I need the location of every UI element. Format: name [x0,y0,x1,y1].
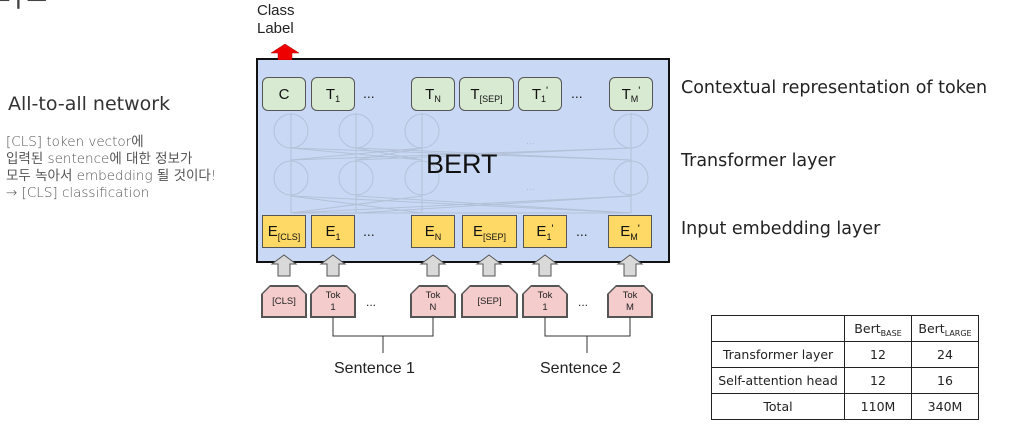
table-header-row: BertBASE BertLARGE [711,315,979,342]
class-output-arrow-icon [270,44,300,60]
table-header-cell: BertLARGE [911,315,979,342]
table-row: Total 110M 340M [711,393,979,420]
ellipsis: ... [363,223,375,239]
table-row: Self-attention head 12 16 [711,367,979,394]
ellipsis: ... [578,295,589,309]
embedding-cls: E[CLS] [262,215,306,248]
input-arrow-icon [531,254,559,277]
table-cell: Transformer layer [711,341,845,368]
input-embedding-label: Input embedding layer [681,219,881,239]
table-header-cell [711,315,845,342]
transformer-layer-label: Transformer layer [681,151,836,171]
table-cell: 24 [911,341,979,368]
class-label-line: Class [257,2,295,19]
sentence-brackets [332,317,631,353]
sentence-2-label: Sentence 2 [540,360,621,377]
ellipsis: ... [363,85,375,101]
sentence-1-label: Sentence 1 [334,360,415,377]
input-arrow-icon [475,254,503,277]
layer-ellipsis: ... [526,137,535,147]
table-cell: 12 [844,367,912,394]
embedding-sep: E[SEP] [462,215,517,248]
table-cell: 16 [911,367,979,394]
contextual-representation-label: Contextual representation of token [681,78,988,98]
output-token-cls: C [262,77,306,111]
table-row: Transformer layer 12 24 [711,341,979,368]
sentence-2-bracket [544,317,631,353]
clipped-heading: ━ ┃ ━━ [0,0,46,9]
class-label: Class Label [257,2,295,38]
ellipsis: ... [366,295,377,309]
section-description: [CLS] token vector에 입력된 sentence에 대한 정보가… [6,134,216,202]
input-arrows [270,254,644,277]
layer-ellipsis: ... [526,183,535,193]
input-token-cls: [CLS] [262,286,306,317]
ellipsis: ... [576,223,588,239]
description-line: 입력된 sentence에 대한 정보가 [6,151,193,167]
ellipsis: ... [571,85,583,101]
table-cell: Self-attention head [711,367,845,394]
table-header-cell: BertBASE [844,315,912,342]
table-cell: Total [711,393,845,420]
input-arrow-icon [616,254,644,277]
bert-label: BERT [426,149,498,179]
transformer-network: ... ... [273,113,649,214]
description-line: → [CLS] classification [6,185,150,201]
class-label-line: Label [257,20,294,37]
table-cell: 340M [911,393,979,420]
sentence-1-bracket [332,317,434,353]
output-token-tsep: T[SEP] [459,77,514,111]
table-cell: 110M [844,393,912,420]
input-arrow-icon [270,254,298,277]
table-cell: 12 [844,341,912,368]
input-arrow-icon [419,254,447,277]
bert-comparison-table: BertBASE BertLARGE Transformer layer 12 … [711,315,979,420]
input-arrow-icon [319,254,347,277]
description-line: [CLS] token vector에 [6,134,144,150]
input-token-sep: [SEP] [462,286,517,317]
description-line: 모두 녹아서 embedding 될 것이다! [6,168,217,184]
section-title: All-to-all network [8,93,171,115]
